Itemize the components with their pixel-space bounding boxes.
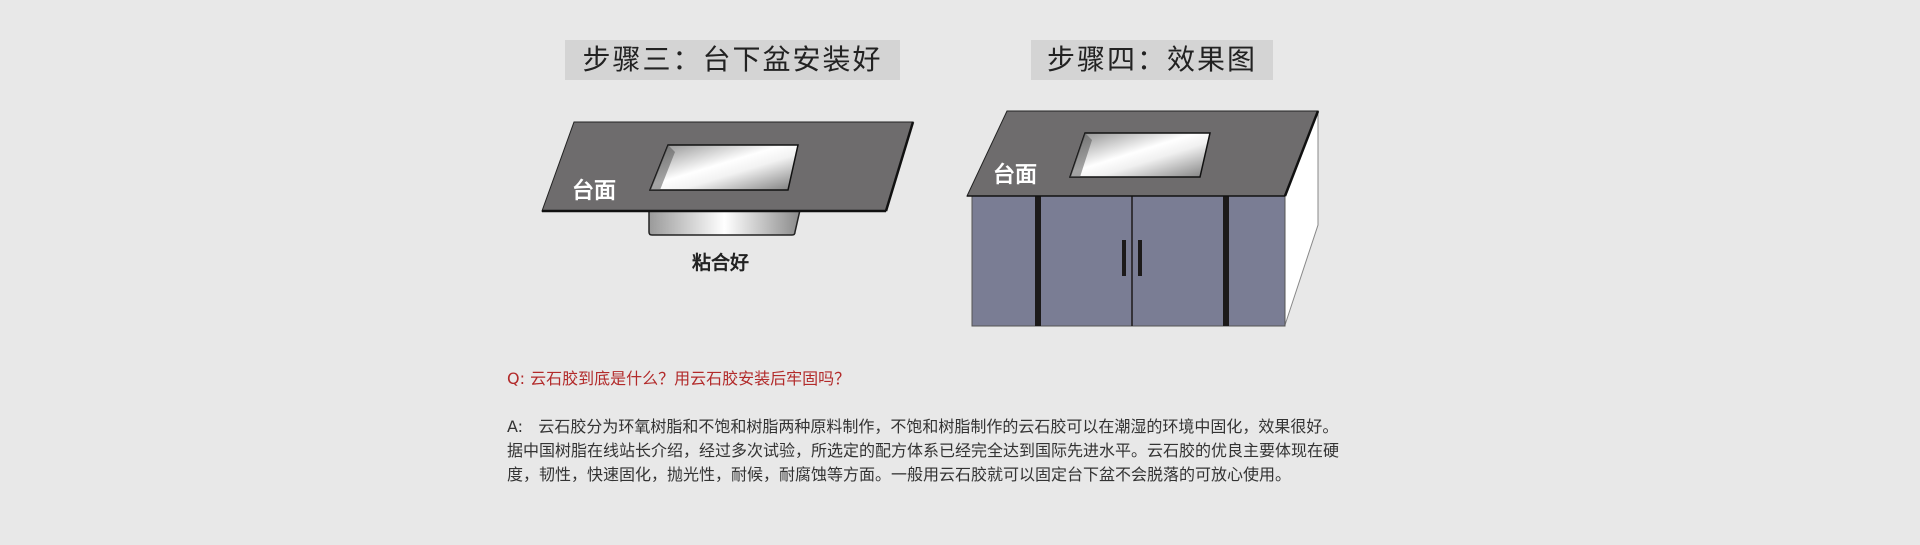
- step4-diagram: 台面: [966, 110, 1320, 327]
- left-door-handle: [1122, 240, 1126, 276]
- answer: A: 云石胶分为环氧树脂和不饱和树脂两种原料制作，不饱和树脂制作的云石胶可以在潮…: [507, 415, 1417, 487]
- bond-label: 粘合好: [692, 251, 749, 274]
- step4-title: 步骤四：效果图: [1031, 40, 1273, 80]
- answer-prefix: A:: [507, 417, 524, 436]
- counter-label: 台面: [993, 162, 1037, 188]
- right-door-handle: [1138, 240, 1142, 276]
- counter-label: 台面: [572, 178, 616, 204]
- answer-line-1: 云石胶分为环氧树脂和不饱和树脂两种原料制作，不饱和树脂制作的云石胶可以在潮湿的环…: [538, 417, 1339, 436]
- step3-diagram: 台面 粘合好: [541, 121, 915, 274]
- basin-body: [648, 209, 801, 236]
- cabinet-front: [971, 195, 1286, 327]
- step3-title: 步骤三：台下盆安装好: [565, 40, 900, 80]
- question-prefix: Q:: [507, 369, 525, 388]
- answer-line-2: 据中国树脂在线站长介绍，经过多次试验，所选定的配方体系已经完全达到国际先进水平。…: [507, 441, 1340, 460]
- question-text: 云石胶到底是什么？用云石胶安装后牢固吗？: [530, 369, 851, 388]
- answer-line-3: 度，韧性，快速固化，抛光性，耐候，耐腐蚀等方面。一般用云石胶就可以固定台下盆不会…: [507, 465, 1292, 484]
- basin-opening: [1068, 132, 1211, 178]
- question: Q: 云石胶到底是什么？用云石胶安装后牢固吗？: [507, 367, 850, 391]
